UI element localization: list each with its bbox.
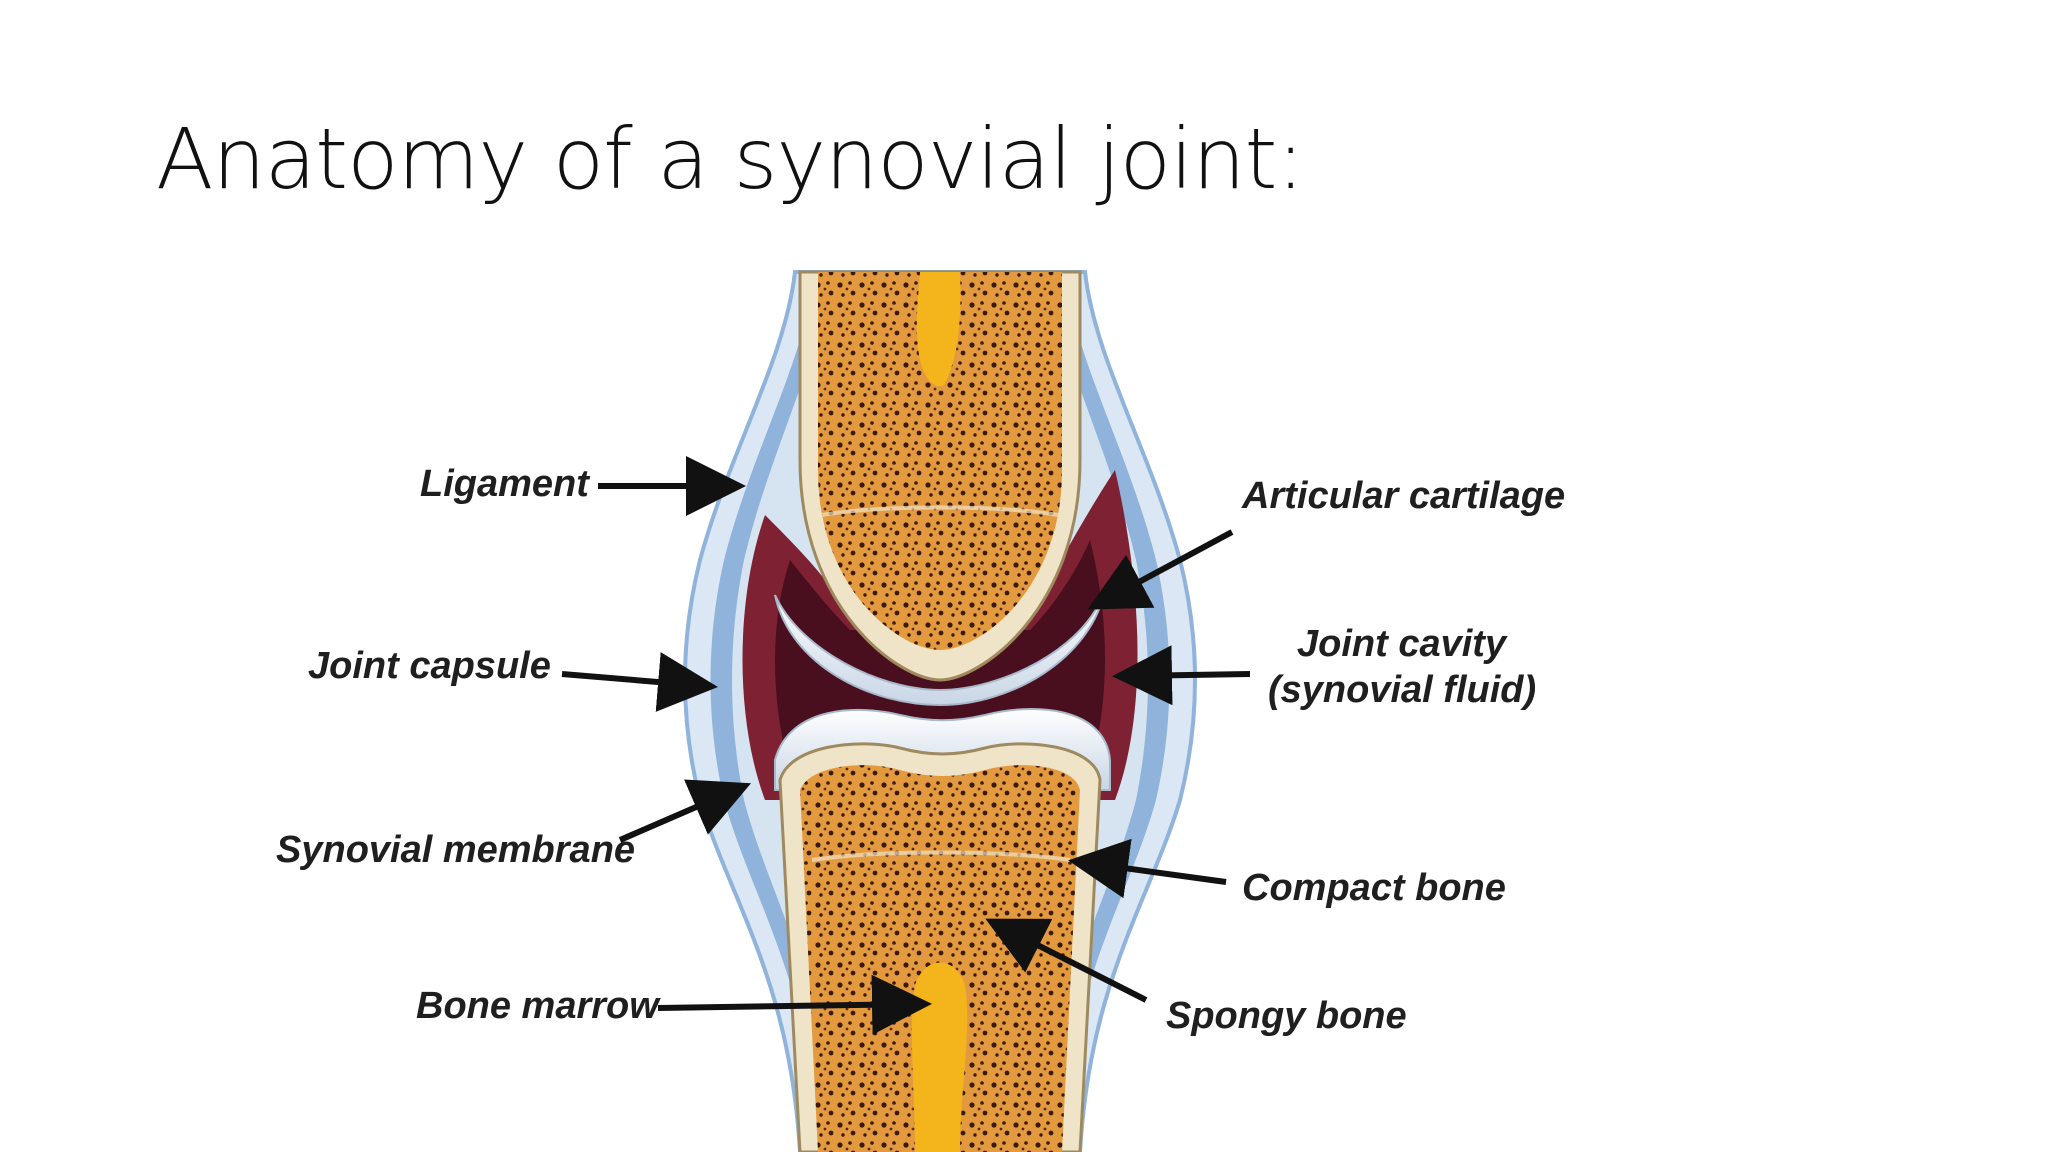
lower-marrow xyxy=(911,962,968,1152)
label-joint-cavity: Joint cavity xyxy=(1297,623,1508,665)
label-spongy-bone: Spongy bone xyxy=(1166,995,1407,1037)
label-bone-marrow: Bone marrow xyxy=(416,985,661,1027)
label-ligament: Ligament xyxy=(420,463,590,505)
lower-bone-spongy xyxy=(800,765,1080,1152)
label-joint-capsule: Joint capsule xyxy=(308,645,551,687)
upper-bone-spongy xyxy=(818,272,1062,650)
upper-marrow xyxy=(916,272,961,387)
page-title: Anatomy of a synovial joint: xyxy=(156,110,1305,208)
label-synovial-membrane: Synovial membrane xyxy=(276,829,635,871)
label-compact-bone: Compact bone xyxy=(1242,867,1506,909)
label-articular-cartilage: Articular cartilage xyxy=(1241,475,1565,517)
label-synovial-fluid: (synovial fluid) xyxy=(1268,669,1536,711)
